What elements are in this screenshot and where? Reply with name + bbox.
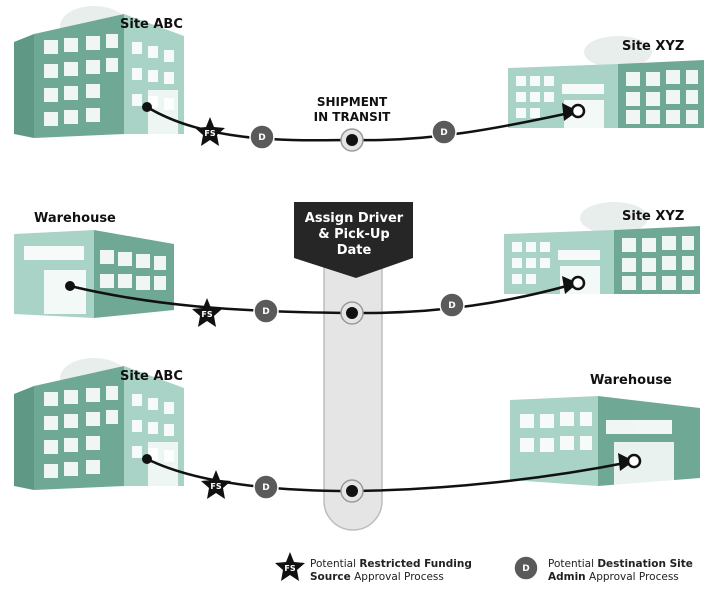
- banner-line-2: & Pick-Up: [318, 227, 389, 242]
- svg-text:FS: FS: [204, 129, 215, 138]
- row-1-destination-label: Site XYZ: [622, 39, 684, 54]
- row-3-destination-label: Warehouse: [590, 373, 672, 388]
- legend-d-icon: D: [513, 555, 539, 581]
- row-3-origin-label: Site ABC: [120, 369, 183, 384]
- row-1-d-badge-1: D: [249, 124, 275, 150]
- row-2-fs-badge: FS: [192, 298, 222, 327]
- banner-line-1: Assign Driver: [305, 211, 404, 226]
- svg-text:D: D: [258, 133, 265, 143]
- row-1-arrowhead: [562, 103, 578, 121]
- row-3-d-badge-1: D: [253, 474, 279, 500]
- row-3-fs-badge: FS: [201, 470, 231, 499]
- svg-text:D: D: [522, 564, 529, 574]
- row-1-center-node: [340, 128, 364, 152]
- row-2: Warehouse Site XYZ FS D D: [14, 202, 700, 327]
- svg-text:FS: FS: [210, 482, 221, 491]
- row-2-origin-dot: [65, 281, 75, 291]
- row-2-arrowhead: [562, 276, 578, 294]
- row-3-destination-ring: [626, 453, 642, 469]
- warehouse-building-icon: [510, 396, 700, 486]
- row-3-arrowhead: [618, 453, 634, 471]
- row-2-destination-ring: [570, 275, 586, 291]
- row-2-destination-label: Site XYZ: [622, 209, 684, 224]
- row-1-fs-badge: FS: [195, 117, 225, 146]
- svg-text:D: D: [440, 128, 447, 138]
- row-1-destination-ring: [570, 103, 586, 119]
- shipment-label-1: SHIPMENT: [317, 95, 388, 109]
- row-3-origin-dot: [142, 454, 152, 464]
- svg-text:FS: FS: [284, 564, 295, 573]
- legend-d-line-1: Potential Destination Site: [548, 558, 693, 570]
- warehouse-building-icon: [14, 230, 174, 318]
- svg-text:FS: FS: [201, 310, 212, 319]
- banner-line-3: Date: [337, 243, 372, 258]
- row-2-d-badge-2: D: [439, 292, 465, 318]
- row-3-center-node: [340, 479, 364, 503]
- assign-driver-banner: Assign Driver & Pick-Up Date: [294, 202, 413, 278]
- row-1: Site ABC Site XYZ SHIPMENT IN TRANSIT FS…: [14, 6, 704, 152]
- shipment-label-2: IN TRANSIT: [314, 110, 392, 124]
- legend-fs-icon: FS: [275, 552, 305, 581]
- legend-fs-line-1: Potential Restricted Funding: [310, 558, 472, 570]
- row-1-d-badge-2: D: [431, 119, 457, 145]
- legend-d-line-2: Admin Approval Process: [548, 571, 679, 583]
- row-3: Site ABC Warehouse FS D: [14, 358, 700, 503]
- svg-text:D: D: [262, 307, 269, 317]
- row-2-center-node: [340, 301, 364, 325]
- row-1-origin-dot: [142, 102, 152, 112]
- row-1-origin-label: Site ABC: [120, 17, 183, 32]
- row-2-origin-label: Warehouse: [34, 211, 116, 226]
- row-2-d-badge-1: D: [253, 298, 279, 324]
- svg-text:D: D: [262, 483, 269, 493]
- legend: FS Potential Restricted Funding Source A…: [275, 552, 693, 583]
- legend-fs-line-2: Source Approval Process: [310, 571, 444, 583]
- svg-text:D: D: [448, 301, 455, 311]
